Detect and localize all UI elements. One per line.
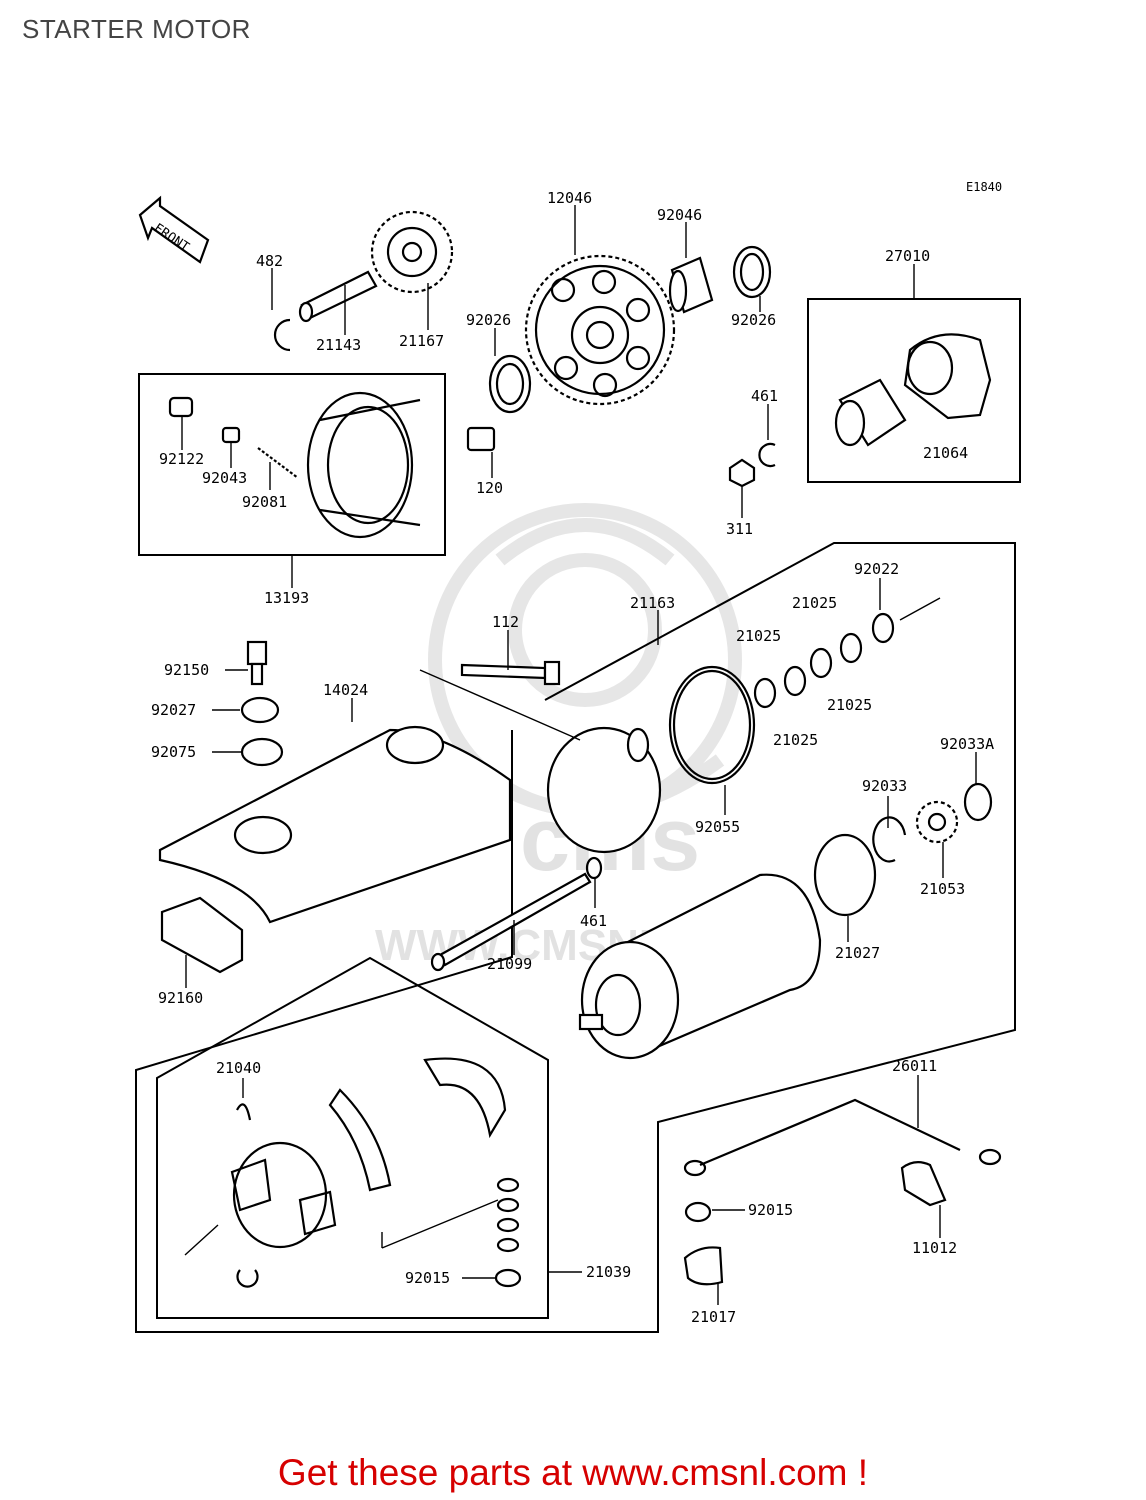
solenoid-cover-21064 bbox=[903, 333, 992, 420]
part-label[interactable]: 92027 bbox=[151, 701, 196, 719]
washers-92015-stack bbox=[494, 1177, 522, 1288]
motor-body bbox=[578, 873, 822, 1060]
part-label[interactable]: 92033 bbox=[862, 777, 907, 795]
part-label[interactable]: 92150 bbox=[164, 661, 209, 679]
terminal-21017 bbox=[683, 1246, 724, 1286]
washer-461-top bbox=[758, 442, 776, 468]
part-label[interactable]: 21143 bbox=[316, 336, 361, 354]
part-label[interactable]: 21167 bbox=[399, 332, 444, 350]
part-label[interactable]: 92026 bbox=[731, 311, 776, 329]
o-ring-21027 bbox=[813, 833, 877, 917]
part-label[interactable]: 120 bbox=[476, 479, 503, 497]
footer-link[interactable]: Get these parts at www.cmsnl.com ! bbox=[277, 1452, 869, 1493]
page-title: STARTER MOTOR bbox=[22, 14, 251, 44]
part-label[interactable]: 92026 bbox=[466, 311, 511, 329]
washer-92026-mid bbox=[488, 354, 532, 414]
cover-14024 bbox=[158, 725, 512, 924]
brush-holder-21039 bbox=[230, 1057, 507, 1288]
part-label[interactable]: 92055 bbox=[695, 818, 740, 836]
part-label[interactable]: 92122 bbox=[159, 450, 204, 468]
part-label[interactable]: 21025 bbox=[773, 731, 818, 749]
part-label[interactable]: 92081 bbox=[242, 493, 287, 511]
grommet-92027 bbox=[240, 696, 280, 724]
part-label[interactable]: 112 bbox=[492, 613, 519, 631]
part-label[interactable]: 21053 bbox=[920, 880, 965, 898]
diagram-code: E1840 bbox=[966, 180, 1002, 194]
cap-11012 bbox=[900, 1161, 947, 1207]
part-label[interactable]: 461 bbox=[580, 912, 607, 930]
part-label[interactable]: 461 bbox=[751, 387, 778, 405]
part-label[interactable]: 92043 bbox=[202, 469, 247, 487]
gear-21167 bbox=[370, 210, 454, 294]
nut-92015 bbox=[684, 1201, 712, 1223]
part-label[interactable]: 27010 bbox=[885, 247, 930, 265]
leader-lines bbox=[181, 205, 977, 1305]
part-label[interactable]: 21163 bbox=[630, 594, 675, 612]
part-label[interactable]: 21025 bbox=[792, 594, 837, 612]
assembly-outline-21163 bbox=[135, 542, 1016, 1333]
circlip-92033A bbox=[963, 782, 993, 822]
part-label[interactable]: 21025 bbox=[736, 627, 781, 645]
part-label[interactable]: 21099 bbox=[487, 955, 532, 973]
part-label[interactable]: 482 bbox=[256, 252, 283, 270]
part-label[interactable]: 21017 bbox=[691, 1308, 736, 1326]
bolt-21099 bbox=[430, 872, 592, 972]
part-label[interactable]: 92160 bbox=[158, 989, 203, 1007]
washer-461-bottom bbox=[585, 856, 603, 880]
part-label[interactable]: 92075 bbox=[151, 743, 196, 761]
part-label[interactable]: 13193 bbox=[264, 589, 309, 607]
gear-21053 bbox=[915, 800, 959, 844]
washers-21025 bbox=[753, 612, 895, 709]
part-label[interactable]: 11012 bbox=[912, 1239, 957, 1257]
bolt-92150 bbox=[246, 640, 268, 686]
bolt-112 bbox=[460, 660, 561, 686]
part-label[interactable]: 92015 bbox=[405, 1269, 450, 1287]
cable-26011 bbox=[683, 1098, 1002, 1177]
solenoid-21064 bbox=[834, 378, 907, 447]
collar-92075 bbox=[240, 737, 284, 767]
part-label[interactable]: 21027 bbox=[835, 944, 880, 962]
part-label[interactable]: 21025 bbox=[827, 696, 872, 714]
pad-92160 bbox=[160, 896, 244, 974]
end-cover bbox=[546, 726, 662, 854]
part-label[interactable]: 92015 bbox=[748, 1201, 793, 1219]
part-label[interactable]: 21039 bbox=[586, 1263, 631, 1281]
circlip-92033 bbox=[872, 816, 907, 863]
clutch-13193 bbox=[168, 391, 496, 539]
part-label[interactable]: 92022 bbox=[854, 560, 899, 578]
part-label[interactable]: 92033A bbox=[940, 735, 994, 753]
front-arrow-icon: FRONT bbox=[138, 195, 210, 264]
part-label[interactable]: 26011 bbox=[892, 1057, 937, 1075]
footer-banner: Get these parts at www.cmsnl.com ! bbox=[0, 1452, 1146, 1494]
o-ring-92055 bbox=[668, 665, 756, 785]
part-labels: 482 21143 21167 12046 92046 92026 92026 … bbox=[151, 189, 994, 1326]
part-label[interactable]: 12046 bbox=[547, 189, 592, 207]
assembly-outline-21039 bbox=[156, 956, 549, 1319]
gear-12046 bbox=[524, 254, 676, 406]
nut-311 bbox=[728, 458, 756, 488]
part-label[interactable]: 14024 bbox=[323, 681, 368, 699]
part-label[interactable]: 92046 bbox=[657, 206, 702, 224]
washer-92026-top bbox=[732, 245, 772, 299]
part-label[interactable]: 21040 bbox=[216, 1059, 261, 1077]
part-label[interactable]: 21064 bbox=[923, 444, 968, 462]
shaft-21143 bbox=[298, 270, 378, 323]
circlip-482 bbox=[273, 318, 291, 352]
bearing-92046 bbox=[668, 256, 714, 314]
part-label[interactable]: 311 bbox=[726, 520, 753, 538]
